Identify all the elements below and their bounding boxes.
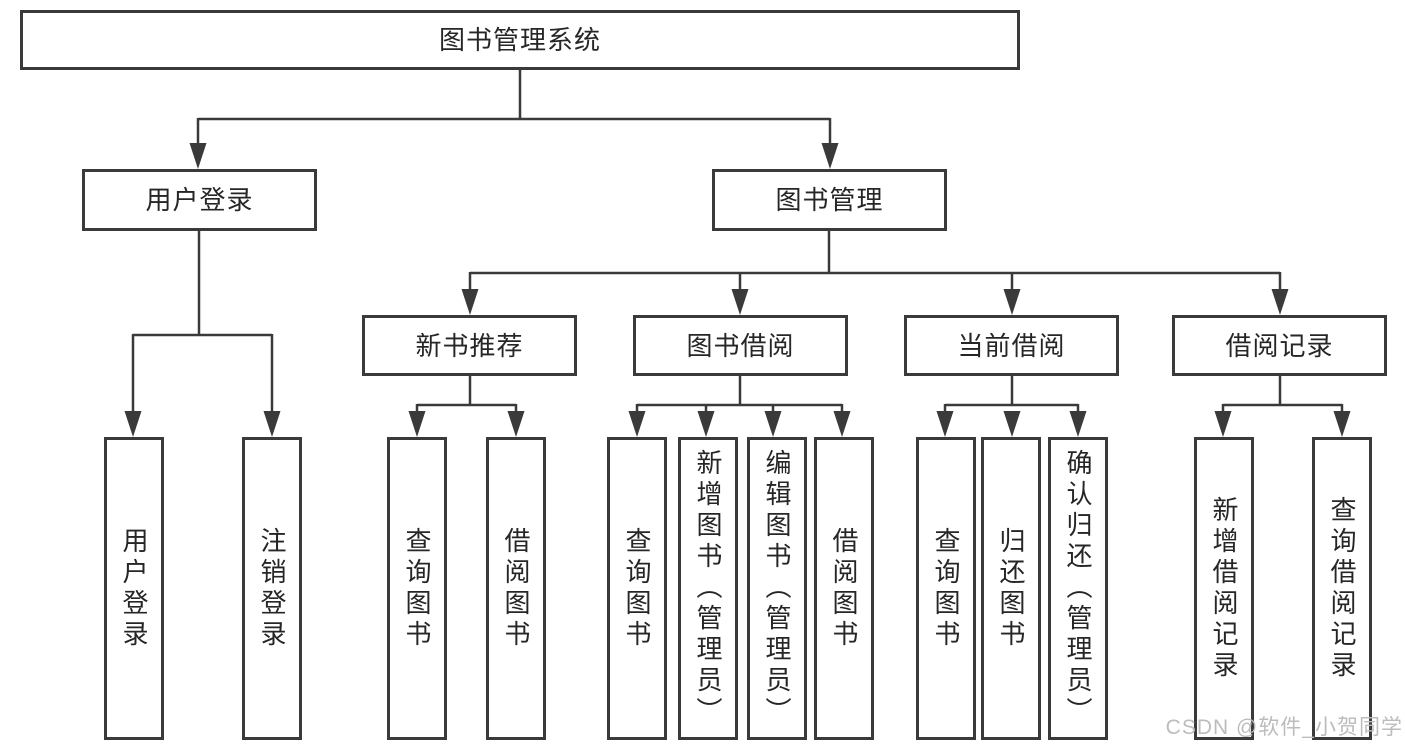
leaf-add-borrow-record: 新增借阅记录	[1194, 437, 1254, 740]
leaf-add-book-admin-label: 新增图书（管理员）	[693, 449, 723, 728]
leaf-user-login: 用户登录	[104, 437, 164, 740]
leaf-logout-label: 注销登录	[257, 526, 287, 651]
node-root-label: 图书管理系统	[438, 25, 601, 55]
node-book-borrowing-label: 图书借阅	[686, 330, 795, 361]
leaf-return-book-label: 归还图书	[996, 526, 1026, 651]
leaf-return-book: 归还图书	[981, 437, 1041, 740]
leaf-confirm-return-admin: 确认归还（管理员）	[1048, 437, 1108, 740]
leaf-query-books-borrow-label: 查询图书	[622, 526, 652, 651]
node-current-borrowing-label: 当前借阅	[957, 330, 1066, 361]
node-new-book-recommend: 新书推荐	[362, 315, 577, 376]
arrowheads	[124, 143, 1351, 437]
leaf-logout: 注销登录	[242, 437, 302, 740]
leaf-edit-book-admin: 编辑图书（管理员）	[747, 437, 807, 740]
node-book-management-label: 图书管理	[775, 185, 884, 215]
leaf-query-borrow-record: 查询借阅记录	[1312, 437, 1372, 740]
node-root: 图书管理系统	[20, 10, 1020, 70]
leaf-query-books-current: 查询图书	[916, 437, 976, 740]
leaf-borrow-books-recommend-label: 借阅图书	[501, 526, 531, 651]
csdn-watermark: CSDN @软件_小贺同学	[1165, 716, 1403, 739]
leaf-confirm-return-admin-label: 确认归还（管理员）	[1063, 449, 1093, 728]
leaf-borrow-books-recommend: 借阅图书	[486, 437, 546, 740]
leaf-add-borrow-record-label: 新增借阅记录	[1209, 495, 1239, 682]
leaf-borrow-books-borrow-label: 借阅图书	[829, 526, 859, 651]
node-user-login: 用户登录	[82, 169, 317, 231]
node-new-book-recommend-label: 新书推荐	[415, 330, 524, 361]
leaf-query-books-current-label: 查询图书	[931, 526, 961, 651]
leaf-query-books-recommend-label: 查询图书	[402, 526, 432, 651]
leaf-user-login-label: 用户登录	[119, 526, 149, 651]
node-borrow-records: 借阅记录	[1172, 315, 1387, 376]
node-book-management: 图书管理	[712, 169, 947, 231]
node-user-login-label: 用户登录	[145, 185, 254, 215]
node-book-borrowing: 图书借阅	[633, 315, 848, 376]
leaf-borrow-books-borrow: 借阅图书	[814, 437, 874, 740]
leaf-query-books-recommend: 查询图书	[387, 437, 447, 740]
leaf-add-book-admin: 新增图书（管理员）	[678, 437, 738, 740]
node-borrow-records-label: 借阅记录	[1225, 330, 1334, 361]
leaf-query-borrow-record-label: 查询借阅记录	[1327, 495, 1357, 682]
node-current-borrowing: 当前借阅	[904, 315, 1119, 376]
leaf-edit-book-admin-label: 编辑图书（管理员）	[762, 449, 792, 728]
leaf-query-books-borrow: 查询图书	[607, 437, 667, 740]
